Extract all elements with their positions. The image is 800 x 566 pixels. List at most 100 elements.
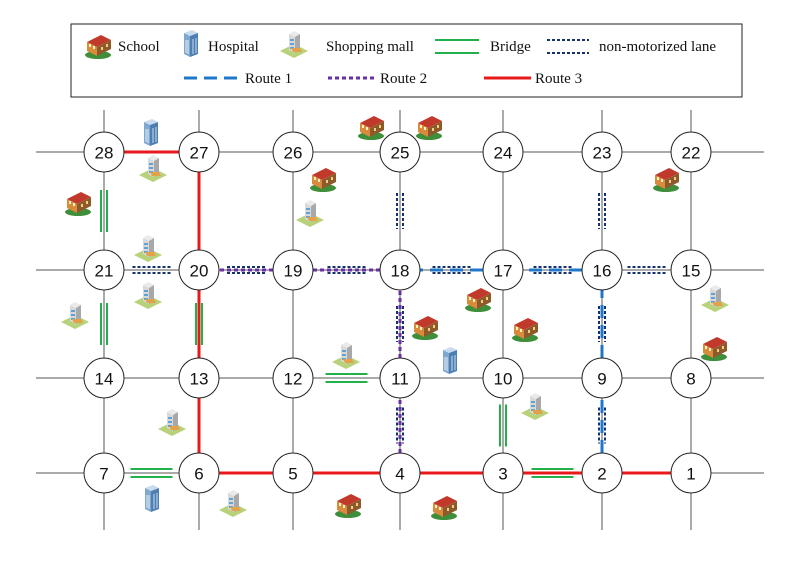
node-2: 2	[581, 452, 623, 494]
node-label: 26	[284, 144, 303, 163]
node-21: 21	[83, 249, 125, 291]
node-label: 19	[284, 262, 303, 281]
legend-bridge-symbol	[435, 39, 479, 54]
nonmotorized-lane-symbol	[396, 306, 404, 342]
nonmotorized-lane-symbol	[327, 266, 366, 274]
node-label: 4	[395, 465, 404, 484]
node-circle	[482, 249, 524, 291]
school-icon	[431, 496, 457, 520]
legend-label-shopping-mall: Shopping mall	[326, 39, 414, 55]
node-circle	[83, 131, 125, 173]
nonmotorized-lane-symbol	[227, 266, 265, 274]
node-label: 21	[95, 262, 114, 281]
node-circle	[272, 452, 314, 494]
node-17: 17	[482, 249, 524, 291]
nonmotorized-lane-symbol	[432, 266, 471, 274]
node-label: 14	[95, 370, 114, 389]
school-icon	[465, 288, 491, 312]
nonmotorized-lane-symbol	[598, 407, 606, 444]
node-24: 24	[482, 131, 524, 173]
node-label: 12	[284, 370, 303, 389]
shopping-mall-icon	[134, 235, 162, 262]
bridge-symbol	[195, 303, 203, 345]
node-label: 6	[194, 465, 203, 484]
node-circle	[670, 249, 712, 291]
node-circle	[379, 452, 421, 494]
school-icon	[310, 168, 336, 192]
shopping-mall-icon	[701, 285, 729, 312]
node-circle	[482, 452, 524, 494]
hospital-icon	[143, 118, 159, 147]
nonmotorized-lane-symbol	[627, 266, 666, 274]
hospital-icon	[144, 484, 160, 513]
node-label: 5	[288, 465, 297, 484]
node-label: 28	[95, 144, 114, 163]
school-icon	[512, 318, 538, 342]
bridge-symbol	[130, 468, 173, 478]
bridge-symbol	[100, 303, 108, 345]
node-label: 3	[498, 465, 507, 484]
node-14: 14	[83, 357, 125, 399]
shopping-mall-icon	[61, 302, 89, 329]
legend-frame	[70, 23, 743, 98]
bridge-symbol	[499, 404, 507, 447]
node-label: 11	[391, 370, 409, 389]
node-22: 22	[670, 131, 712, 173]
shopping-mall-icon	[134, 282, 162, 309]
node-circle	[178, 452, 220, 494]
node-label: 7	[99, 465, 108, 484]
legend-label-school: School	[118, 39, 160, 55]
node-circle	[272, 131, 314, 173]
node-circle	[670, 131, 712, 173]
node-4: 4	[379, 452, 421, 494]
node-circle	[178, 131, 220, 173]
node-circle	[379, 249, 421, 291]
school-icon	[416, 116, 442, 140]
school-icon	[65, 192, 91, 216]
bridges-layer	[100, 190, 574, 478]
node-circle	[379, 357, 421, 399]
shopping-mall-icon	[296, 200, 324, 227]
shopping-mall-icon	[521, 393, 549, 420]
school-icon	[653, 168, 679, 192]
nonmotorized-lane-symbol	[598, 306, 606, 342]
node-circle	[670, 357, 712, 399]
node-label: 23	[593, 144, 612, 163]
node-circle	[83, 357, 125, 399]
node-20: 20	[178, 249, 220, 291]
legend-label-hospital: Hospital	[208, 39, 259, 55]
node-3: 3	[482, 452, 524, 494]
legend-label-bridge: Bridge	[490, 39, 531, 55]
hospital-icon	[442, 346, 458, 375]
school-icon	[412, 316, 438, 340]
node-circle	[178, 249, 220, 291]
node-10: 10	[482, 357, 524, 399]
node-label: 16	[593, 262, 612, 281]
shopping-mall-icon	[219, 490, 247, 517]
node-12: 12	[272, 357, 314, 399]
nonmotorized-lane-symbol	[396, 407, 404, 444]
node-label: 17	[494, 262, 513, 281]
node-label: 27	[190, 144, 209, 163]
nonmotorized-lane-symbol	[132, 266, 171, 274]
legend-label-route2: Route 2	[380, 71, 427, 87]
node-23: 23	[581, 131, 623, 173]
node-26: 26	[272, 131, 314, 173]
node-13: 13	[178, 357, 220, 399]
school-icon	[701, 337, 727, 361]
legend-label-route3: Route 3	[535, 71, 582, 87]
node-circle	[379, 131, 421, 173]
legend: School Hospital Shopping mall Bridge non…	[70, 23, 743, 98]
node-circle	[83, 249, 125, 291]
node-label: 20	[190, 262, 209, 281]
node-circle	[581, 357, 623, 399]
node-label: 18	[391, 262, 410, 281]
bridge-symbol	[531, 468, 574, 478]
node-label: 15	[682, 262, 701, 281]
node-6: 6	[178, 452, 220, 494]
bridge-symbol	[100, 190, 108, 232]
node-circle	[482, 357, 524, 399]
legend-label-nonmotorized: non-motorized lane	[599, 39, 716, 55]
shopping-mall-icon	[332, 342, 360, 369]
